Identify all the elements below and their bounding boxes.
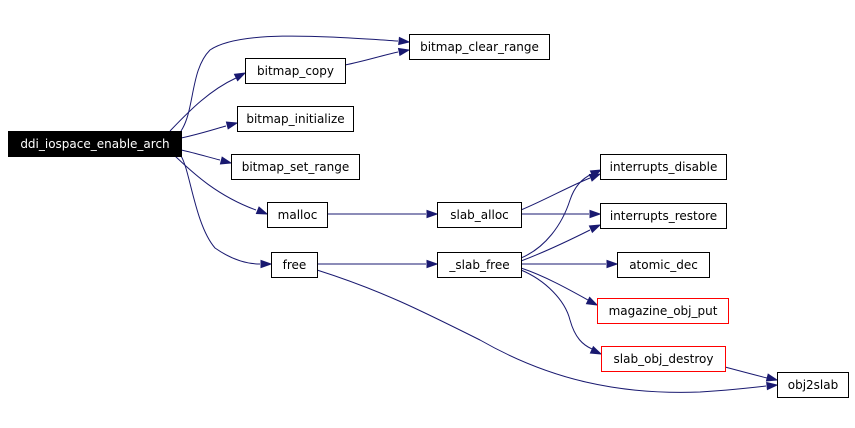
node--slab-free[interactable]: _slab_free xyxy=(437,252,522,278)
node-label: bitmap_initialize xyxy=(246,112,344,126)
node-label: bitmap_set_range xyxy=(242,160,350,174)
node-label: slab_alloc xyxy=(450,208,509,222)
node-box xyxy=(437,252,522,278)
node-label: slab_obj_destroy xyxy=(614,352,714,366)
arrow-head xyxy=(589,169,603,179)
arrow-head xyxy=(219,156,233,165)
edge-free-to-obj2slab xyxy=(316,269,779,393)
edge-_slab_free-to-interrupts_restore xyxy=(520,224,602,262)
arrow-head xyxy=(589,345,603,355)
node-box xyxy=(601,346,726,372)
arrow-head xyxy=(589,209,602,219)
arrow-head xyxy=(398,36,411,46)
arrow-head xyxy=(260,259,273,269)
node-box xyxy=(8,131,182,157)
node-box xyxy=(777,372,849,398)
node-slab-alloc[interactable]: slab_alloc xyxy=(437,202,522,228)
edge-line xyxy=(344,51,399,66)
edge-line xyxy=(520,229,591,262)
node-box xyxy=(267,202,328,228)
edge-line xyxy=(180,35,399,132)
edge-line xyxy=(180,125,227,139)
edge-ddi_iospace_enable_arch-to-bitmap_initialize xyxy=(180,121,239,139)
node-interrupts-restore[interactable]: interrupts_restore xyxy=(600,203,727,229)
arrow-head xyxy=(606,259,619,269)
node-ddi-iospace-enable-arch: ddi_iospace_enable_arch xyxy=(8,131,182,157)
edge-slab_obj_destroy-to-obj2slab xyxy=(724,366,779,382)
node-atomic-dec[interactable]: atomic_dec xyxy=(617,252,710,278)
edge-line xyxy=(316,269,767,393)
node-obj2slab[interactable]: obj2slab xyxy=(777,372,849,398)
edge-line xyxy=(520,173,593,259)
node-box xyxy=(271,252,318,278)
edges-layer xyxy=(169,35,779,393)
edge-malloc-to-slab_alloc xyxy=(327,209,439,219)
node-bitmap-set-range[interactable]: bitmap_set_range xyxy=(231,154,360,180)
node-label: bitmap_clear_range xyxy=(420,40,539,54)
arrow-head xyxy=(225,121,239,130)
edge-line xyxy=(520,267,589,301)
edge-ddi_iospace_enable_arch-to-malloc xyxy=(174,155,269,215)
arrow-head xyxy=(233,72,247,82)
node-magazine-obj-put[interactable]: magazine_obj_put xyxy=(597,298,729,324)
node-label: interrupts_disable xyxy=(610,160,718,174)
nodes-layer: ddi_iospace_enable_arch bitmap_clear_rang… xyxy=(8,34,849,398)
edge-_slab_free-to-interrupts_disable xyxy=(520,169,603,259)
edge-line xyxy=(169,77,237,132)
node-box xyxy=(245,58,346,84)
node-free[interactable]: free xyxy=(271,252,318,278)
node-box xyxy=(600,203,727,229)
edge-line xyxy=(174,155,257,211)
node-label: malloc xyxy=(278,208,318,222)
arrow-head xyxy=(426,259,439,269)
node-bitmap-initialize[interactable]: bitmap_initialize xyxy=(237,106,354,132)
node-box xyxy=(597,298,729,324)
edge-line xyxy=(520,269,593,350)
node-box xyxy=(617,252,710,278)
node-label: obj2slab xyxy=(788,378,838,392)
edge-ddi_iospace_enable_arch-to-free xyxy=(180,155,273,269)
edge-slab_alloc-to-interrupts_restore xyxy=(521,209,602,219)
node-bitmap-copy[interactable]: bitmap_copy xyxy=(245,58,346,84)
edge-free-to-_slab_free xyxy=(317,259,439,269)
arrow-head xyxy=(426,209,439,219)
node-interrupts-disable[interactable]: interrupts_disable xyxy=(600,154,727,180)
arrow-head xyxy=(397,47,411,57)
edge-line xyxy=(724,366,768,379)
edge-line xyxy=(520,177,591,211)
edge-ddi_iospace_enable_arch-to-bitmap_clear_range xyxy=(180,35,411,132)
node-label: bitmap_copy xyxy=(257,64,334,78)
edge-slab_alloc-to-interrupts_disable xyxy=(520,173,602,211)
node-box xyxy=(437,202,522,228)
edge-ddi_iospace_enable_arch-to-bitmap_set_range xyxy=(180,149,233,165)
edge-ddi_iospace_enable_arch-to-bitmap_copy xyxy=(169,72,247,132)
node-box xyxy=(237,106,354,132)
node-label: interrupts_restore xyxy=(610,209,717,223)
edge-_slab_free-to-slab_obj_destroy xyxy=(520,269,603,355)
arrow-head xyxy=(765,373,779,382)
node-box xyxy=(600,154,727,180)
edge-line xyxy=(180,149,221,161)
arrow-head xyxy=(585,296,599,306)
node-bitmap-clear-range[interactable]: bitmap_clear_range xyxy=(409,34,550,60)
node-label: atomic_dec xyxy=(629,258,698,272)
node-box xyxy=(231,154,360,180)
edge-_slab_free-to-magazine_obj_put xyxy=(520,267,599,306)
node-label: free xyxy=(283,258,307,272)
node-box xyxy=(409,34,550,60)
node-malloc[interactable]: malloc xyxy=(267,202,328,228)
arrow-head xyxy=(255,206,269,215)
edge-line xyxy=(180,155,261,265)
node-label: magazine_obj_put xyxy=(609,304,718,318)
node-label: ddi_iospace_enable_arch xyxy=(20,137,169,151)
edge-bitmap_copy-to-bitmap_clear_range xyxy=(344,47,411,66)
edge-_slab_free-to-atomic_dec xyxy=(521,259,619,269)
node-label: _slab_free xyxy=(448,258,509,272)
arrow-head xyxy=(588,224,602,234)
arrow-head xyxy=(766,381,779,391)
node-slab-obj-destroy[interactable]: slab_obj_destroy xyxy=(601,346,726,372)
